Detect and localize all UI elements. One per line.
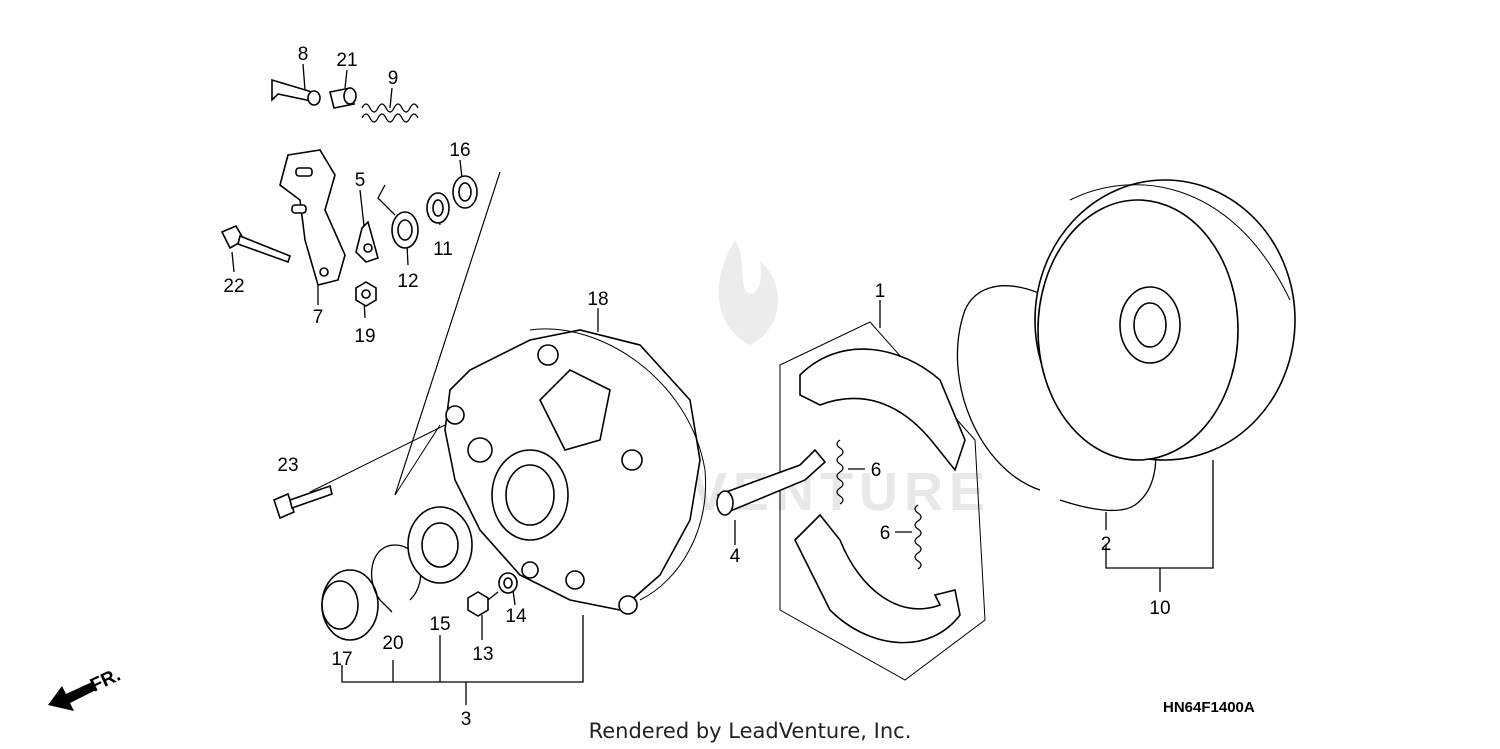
part-19-nut [355, 281, 377, 307]
part-1-brake-shoes [794, 348, 966, 644]
leader-lines [231, 63, 1214, 705]
part-8-pin [271, 78, 321, 106]
callout-16: 16 [449, 140, 470, 161]
callout-5: 5 [355, 170, 366, 191]
part-11-seal [426, 192, 450, 224]
callout-15: 15 [429, 614, 450, 635]
part-23-bolt [273, 484, 333, 520]
part-5-indicator-plate [355, 220, 379, 263]
callout-4: 4 [730, 546, 741, 567]
callout-10: 10 [1149, 598, 1170, 619]
callout-2: 2 [1101, 534, 1112, 555]
part-4-cam-shaft [716, 448, 827, 516]
callout-20: 20 [382, 633, 403, 654]
callout-7: 7 [313, 307, 324, 328]
part-6-shoe-springs [836, 439, 922, 570]
diagram-code: HN64F1400A [1163, 699, 1255, 716]
part-22-bolt [220, 224, 291, 264]
part-12-return-spring [377, 184, 419, 249]
callout-18: 18 [587, 289, 608, 310]
front-direction-arrow: FR. [48, 665, 124, 711]
part-9-spring [361, 103, 419, 123]
callout-6b: 6 [880, 523, 891, 544]
part-17-oil-seal [321, 569, 379, 641]
callout-23: 23 [277, 455, 298, 476]
callout-6a: 6 [871, 460, 882, 481]
part-14-washer [498, 572, 518, 594]
credit-text: Rendered by LeadVenture, Inc. [589, 719, 912, 743]
callout-3: 3 [461, 709, 472, 730]
part-7-brake-arm [279, 149, 346, 286]
callout-8: 8 [298, 44, 309, 65]
callout-13: 13 [472, 644, 493, 665]
callout-1: 1 [875, 281, 886, 302]
part-20-circlip [370, 544, 422, 613]
part-21-collar [329, 87, 357, 109]
callout-17: 17 [331, 649, 352, 670]
callout-19: 19 [354, 326, 375, 347]
callout-9: 9 [388, 68, 399, 89]
callout-21: 21 [336, 50, 357, 71]
part-13-bolt [467, 591, 499, 617]
callout-11: 11 [433, 239, 453, 260]
callout-12: 12 [397, 271, 418, 292]
callout-14: 14 [505, 606, 527, 627]
part-18-backing-plate [444, 328, 707, 615]
callout-22: 22 [223, 276, 244, 297]
part-10-brake-drum [1034, 179, 1296, 461]
part-15-bearing [407, 506, 473, 584]
part-16-seal [452, 175, 478, 209]
svg-text:FR.: FR. [87, 665, 124, 697]
